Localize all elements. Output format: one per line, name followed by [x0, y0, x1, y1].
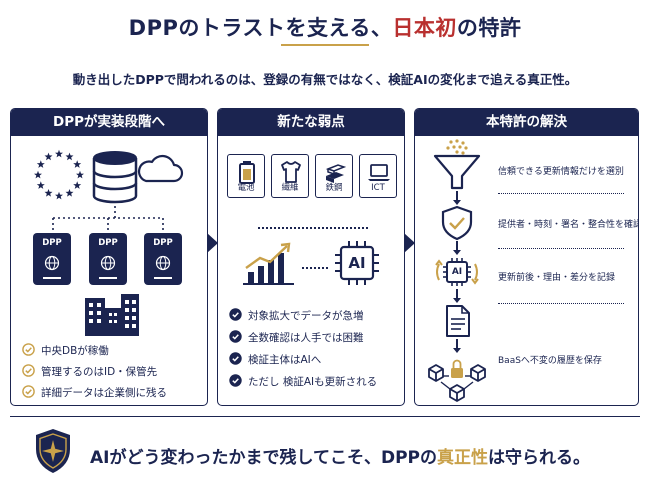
bottom-highlight: 真正性 — [437, 448, 489, 468]
shield-star-icon — [36, 429, 70, 473]
eu-star — [34, 170, 42, 179]
buildings-icon — [85, 294, 139, 336]
step-text: 信頼できる更新情報だけを選別 — [498, 167, 624, 177]
list-item: 管理するのはID・保管先 — [22, 364, 167, 379]
list-item: 検証主体はAIへ — [229, 352, 377, 367]
laptop-icon: ICT — [359, 154, 397, 198]
ai-label: AI — [451, 267, 463, 277]
panel-patent-solution: 本特許の解決 — [414, 108, 639, 406]
process-flow — [428, 139, 486, 402]
page-title: DPPのトラストを支える、日本初の特許 — [128, 16, 522, 40]
eu-star — [44, 152, 53, 161]
eu-star — [44, 188, 53, 197]
list-item: 詳細データは企業側に残る — [22, 385, 167, 400]
panel-heading: DPPが実装段階へ — [11, 109, 207, 136]
list-item: ただし 検証AIも更新される — [229, 374, 377, 389]
step-text: BaaSへ不変の履歴を保存 — [498, 356, 602, 366]
list-item: 全数確認は人手では困難 — [229, 330, 377, 345]
check-circle-icon — [22, 364, 35, 377]
panel-dpp-implementation: DPPが実装段階へ DPP DPP — [10, 108, 208, 406]
passport-label: DPP — [98, 238, 118, 248]
ai-chip-icon: AI — [333, 239, 381, 287]
eu-star — [55, 191, 63, 200]
check-circle-icon — [229, 330, 242, 343]
title-highlight: 日本初 — [392, 16, 457, 40]
dotted-separator — [498, 193, 624, 194]
cloud-icon — [137, 154, 184, 183]
connector-lines — [52, 206, 164, 230]
step-text: 提供者・時刻・署名・整合性を確認 — [498, 220, 639, 230]
panel2-list: 対象拡大でデータが急増 全数確認は人手では困難 検証主体はAIへ ただし 検証A… — [229, 308, 377, 389]
icon-label: 鉄鋼 — [325, 183, 343, 193]
eu-star — [65, 188, 74, 197]
bottom-divider — [10, 416, 640, 417]
database-icon — [92, 151, 138, 204]
passport-icon: DPP — [144, 233, 182, 285]
eu-star — [76, 170, 84, 179]
globe-icon — [44, 255, 60, 271]
dotted-line — [258, 227, 368, 229]
icon-label: 電池 — [237, 183, 255, 193]
passport-label: DPP — [42, 238, 62, 248]
icon-label: ICT — [371, 183, 385, 193]
eu-stars-icon — [34, 149, 84, 200]
eu-star — [65, 152, 74, 161]
panel1-list: 中央DBが稼働 管理するのはID・保管先 詳細データは企業側に残る — [22, 343, 167, 400]
dotted-separator — [498, 248, 624, 249]
check-circle-icon — [229, 352, 242, 365]
flow-arrow-icon — [207, 233, 218, 253]
eu-star — [73, 181, 82, 189]
passport-icon: DPP — [89, 233, 127, 285]
ai-label: AI — [348, 254, 366, 272]
icon-label: 繊維 — [281, 183, 299, 193]
globe-icon — [100, 255, 116, 271]
battery-icon: 電池 — [227, 154, 265, 198]
check-circle-icon — [229, 374, 242, 387]
eu-star — [36, 160, 45, 168]
panel-new-weakness: 新たな弱点 電池 繊維 鉄鋼 ICT — [217, 108, 405, 406]
list-item: 中央DBが稼働 — [22, 343, 167, 358]
subtitle: 動き出したDPPで問われるのは、登録の有無ではなく、検証AIの変化まで追える真正… — [72, 72, 578, 87]
flow-arrow-icon — [404, 233, 415, 253]
check-circle-icon — [22, 385, 35, 398]
eu-star — [55, 149, 63, 158]
dotted-separator — [498, 303, 624, 304]
eu-star — [73, 160, 82, 168]
step-text: 更新前後・理由・差分を記録 — [498, 273, 616, 283]
dotted-connector — [302, 267, 328, 269]
steel-icon: 鉄鋼 — [315, 154, 353, 198]
title-underline — [281, 44, 369, 46]
passport-label: DPP — [153, 238, 173, 248]
bottom-message: AIがどう変わったかまで残してこそ、DPPの真正性は守られる。 — [90, 448, 591, 468]
eu-star — [36, 181, 45, 189]
list-item: 対象拡大でデータが急増 — [229, 308, 377, 323]
tshirt-icon: 繊維 — [271, 154, 309, 198]
panel-heading: 新たな弱点 — [218, 109, 404, 136]
globe-icon — [155, 255, 171, 271]
check-circle-icon — [229, 308, 242, 321]
check-circle-icon — [22, 343, 35, 356]
growth-chart-icon — [243, 242, 294, 285]
panel-heading: 本特許の解決 — [415, 109, 638, 136]
passport-icon: DPP — [33, 233, 71, 285]
